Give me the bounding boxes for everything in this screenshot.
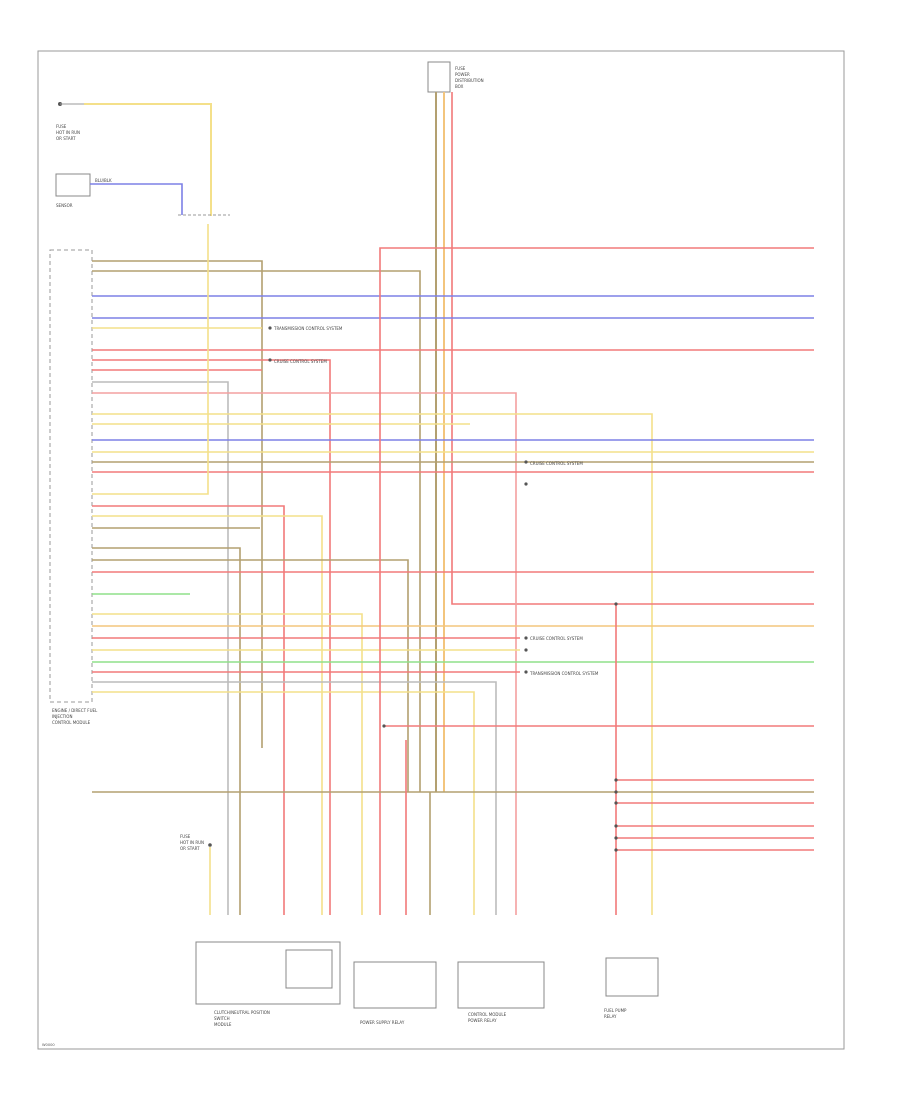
ecm-connector: ENGINE / DIRECT FUEL INJECTION CONTROL M… [49,249,98,725]
top-fuse-label-3: DISTRIBUTION [455,78,484,83]
module-label-3: CONTROL MODULE [52,720,91,725]
left-fuse-feed: FUSE HOT IN RUN OR START [56,102,212,216]
lower-fuse-label: FUSE [180,834,191,839]
top-fuse-label-4: BOX [455,84,464,89]
note-cruise-1: CRUISE CONTROL SYSTEM [274,359,327,364]
sensor-label: SENSOR [56,203,73,208]
lower-fuse: FUSE HOT IN RUN OR START [180,834,212,915]
left-fuse-label-2: HOT IN RUN [56,130,80,135]
ecm-wires [92,224,814,915]
sensor-wire-label: BLU/BLK [95,178,112,183]
note-transmission-1: TRANSMISSION CONTROL SYSTEM [273,326,343,331]
relay-switch-label-2: SWITCH [214,1016,230,1021]
control-module-relay: CONTROL MODULE POWER RELAY [457,961,545,1023]
relay-switch-label: CLUTCH/NEUTRAL POSITION [214,1010,270,1015]
power-supply-relay: POWER SUPPLY RELAY [353,961,437,1025]
left-fuse-label: FUSE [56,124,67,129]
pump-relay-label-2: RELAY [604,1014,617,1019]
footer-code: W0000 [42,1043,55,1047]
note-cruise-3: CRUISE CONTROL SYSTEM [530,636,583,641]
left-fuse-label-3: OR START [56,136,76,141]
right-feeds [92,247,814,915]
note-transmission-2: TRANSMISSION CONTROL SYSTEM [529,671,599,676]
pump-relay-label: FUEL PUMP [604,1008,627,1013]
relay-switch-label-3: MODULE [214,1022,232,1027]
module-label: ENGINE / DIRECT FUEL [52,708,98,713]
lower-fuse-label-3: OR START [180,846,200,851]
power-relay-label: POWER SUPPLY RELAY [360,1020,405,1025]
splices [268,326,618,852]
diagram-border [37,50,845,1050]
module-label-2: INJECTION [52,714,72,719]
note-cruise-2: CRUISE CONTROL SYSTEM [530,461,583,466]
mode-relay-label-2: POWER RELAY [468,1018,497,1023]
top-fuse-label-2: POWER [455,72,470,77]
clutch-switch-module: CLUTCH/NEUTRAL POSITION SWITCH MODULE [195,941,341,1027]
mode-relay-label: CONTROL MODULE [468,1012,507,1017]
top-fuse-box: FUSE POWER DISTRIBUTION BOX [427,61,616,792]
top-fuse-label: FUSE [455,66,466,71]
sensor: BLU/BLK SENSOR [55,173,230,216]
lower-fuse-label-2: HOT IN RUN [180,840,204,845]
fuel-pump-relay: FUEL PUMP RELAY [604,957,659,1019]
